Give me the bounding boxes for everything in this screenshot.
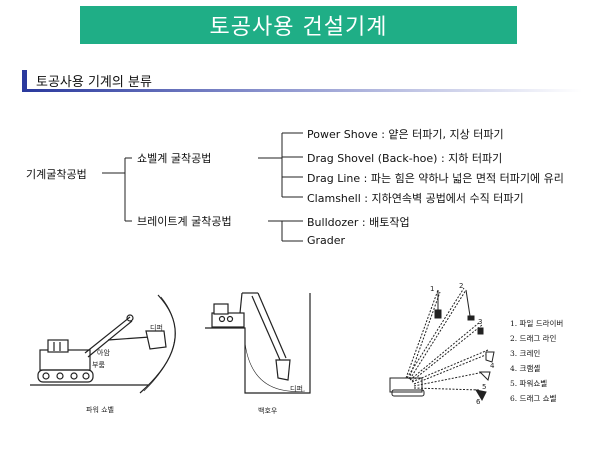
backhoe-label-dipper: 디퍼 [290,385,303,393]
power-shovel-caption: 파워 쇼벨 [86,406,114,414]
page-title: 토공사용 건설기계 [209,15,388,40]
section-heading: 토공사용 기계의 분류 [22,70,582,92]
crane-attachments-illustration [389,287,495,402]
crane-legend-5: 5. 파워쇼벨 [510,379,548,388]
backhoe-caption: 백호우 [258,407,278,415]
power-shovel-label-dipper: 디퍼 [150,324,163,332]
tree-item-drag-line: Drag Line : 파는 힘은 약하나 넓은 면적 터파기에 유리 [307,172,564,185]
crane-number-3: 3 [478,318,483,326]
crane-legend-1: 1. 파일 드라이버 [510,319,564,328]
crane-number-1: 1 [430,285,435,293]
crane-number-6: 6 [476,398,481,406]
crane-legend-6: 6. 드래그 쇼벨 [510,394,557,403]
tree-item-clamshell: Clamshell : 지하연속벽 공법에서 수직 터파기 [307,192,524,205]
crane-number-4: 4 [490,362,495,370]
power-shovel-label-boom: 부룸 [92,361,105,369]
power-shovel-illustration [30,294,176,394]
tree-branch-blade: 브레이트계 굴착공법 [137,215,232,228]
section-underline [27,89,582,92]
title-banner: 토공사용 건설기계 [80,6,517,44]
crane-number-5: 5 [482,383,487,391]
crane-legend-3: 3. 크레인 [510,349,541,358]
tree-branch-shovel: 쇼벨계 굴착공법 [137,152,212,165]
tree-item-bulldozer: Bulldozer : 배토작업 [307,216,410,229]
backhoe-illustration [205,292,311,394]
section-accent-bar [22,70,27,92]
crane-legend-4: 4. 크램셸 [510,364,541,373]
power-shovel-label-arm: 아암 [97,349,110,357]
tree-item-power-shovel: Power Shove : 얕은 터파기, 지상 터파기 [307,128,504,141]
tree-item-drag-shovel: Drag Shovel (Back-hoe) : 지하 터파기 [307,152,503,165]
crane-legend-2: 2. 드래그 라인 [510,334,557,343]
section-title: 토공사용 기계의 분류 [36,75,152,90]
tree-root: 기계굴착공법 [26,168,87,181]
tree-item-grader: Grader [307,234,346,247]
crane-number-2: 2 [459,282,464,290]
